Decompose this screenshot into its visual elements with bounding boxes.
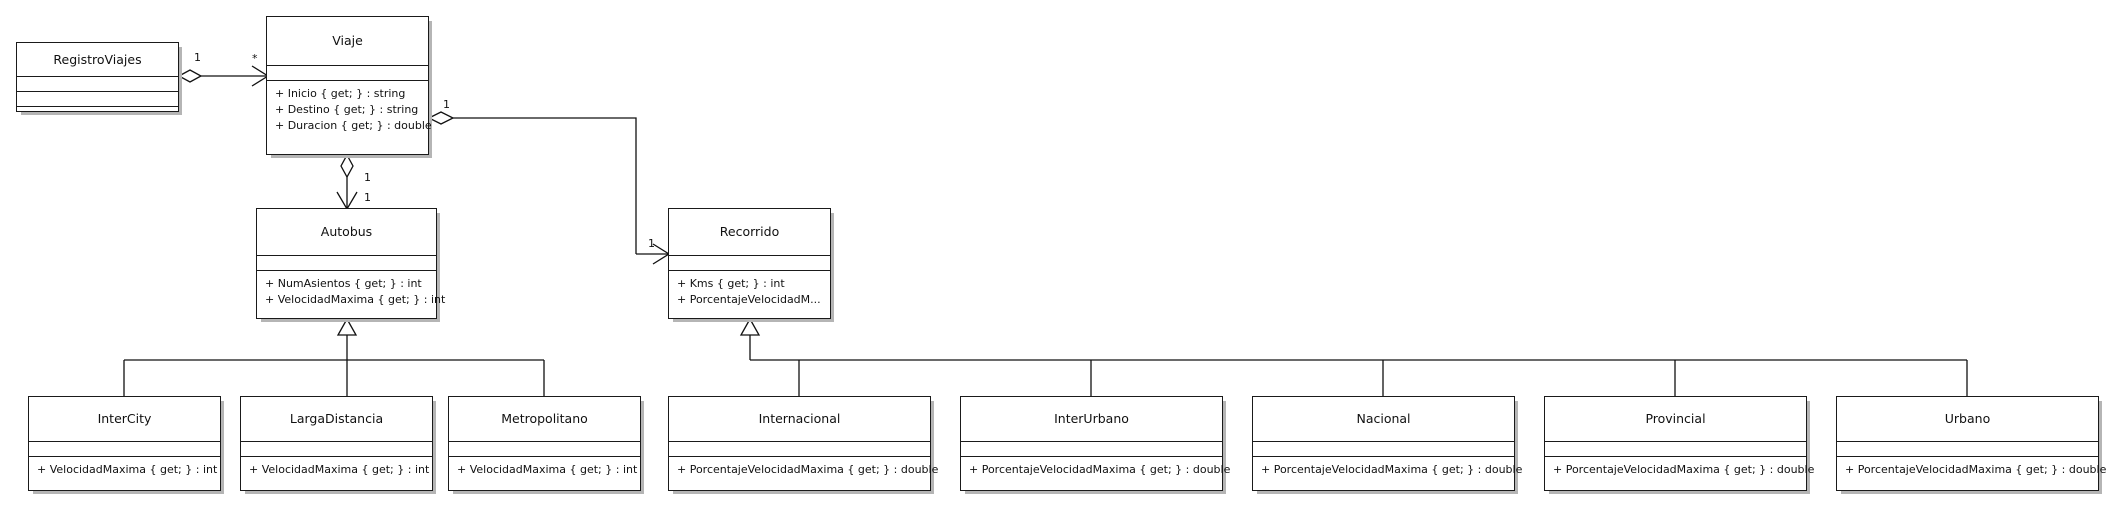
uml-class-internacional[interactable]: Internacional + PorcentajeVelocidadMaxima…: [668, 396, 939, 491]
empty-compartment: [669, 441, 930, 456]
uml-class-interurbano[interactable]: InterUrbano + PorcentajeVelocidadMaxima {…: [960, 396, 1231, 491]
class-name: RegistroViajes: [53, 51, 142, 67]
connector-recorrido-generalization: [739, 317, 1968, 396]
class-name: Internacional: [758, 411, 841, 427]
class-attribute: + Kms { get; } : int: [677, 277, 785, 290]
class-name: Urbano: [1944, 411, 1991, 427]
class-attribute: + NumAsientos { get; } : int: [265, 277, 422, 290]
uml-class-registroviajes[interactable]: RegistroViajes: [16, 42, 179, 112]
connector-autobus-generalization: [123, 317, 545, 396]
connector-viaje-autobus: [336, 153, 358, 211]
class-attribute: + Inicio { get; } : string: [275, 87, 406, 100]
class-attribute: + PorcentajeVelocidadMaxima { get; } : d…: [969, 463, 1231, 476]
class-name: Recorrido: [719, 224, 780, 240]
attribute-compartment: + VelocidadMaxima { get; } : int: [449, 456, 640, 484]
uml-class-largadistancia[interactable]: LargaDistancia + VelocidadMaxima { get; }…: [240, 396, 433, 491]
class-attribute: + Destino { get; } : string: [275, 102, 419, 116]
uml-class-recorrido[interactable]: Recorrido + Kms { get; } : int + Porcentaj…: [668, 208, 831, 319]
attribute-compartment: + PorcentajeVelocidadMaxima { get; } : d…: [961, 456, 1231, 484]
class-attribute: + PorcentajeVelocidadMaxima { get; } : d…: [677, 463, 939, 476]
multiplicity-label-m-viaje-star: *: [252, 52, 258, 65]
uml-class-autobus[interactable]: Autobus + NumAsientos { get; } : int + Vel…: [256, 208, 446, 319]
class-attribute: + PorcentajeVelocidadMaxima { get; } : d…: [1553, 463, 1815, 476]
empty-compartment: [449, 441, 640, 456]
empty-compartment: [961, 441, 1222, 456]
uml-class-nacional[interactable]: Nacional + PorcentajeVelocidadMaxima { ge…: [1252, 396, 1523, 491]
multiplicity-label-m-recorrido-1: 1: [648, 237, 655, 250]
class-attribute: + VelocidadMaxima { get; } : int: [457, 463, 638, 476]
class-name: Nacional: [1356, 411, 1411, 427]
attribute-compartment: + PorcentajeVelocidadMaxima { get; } : d…: [669, 456, 939, 484]
uml-class-viaje[interactable]: Viaje + Inicio { get; } : string + Destino…: [266, 16, 432, 155]
attribute-compartment: + VelocidadMaxima { get; } : int: [29, 456, 220, 484]
multiplicity-label-m-autobus-1: 1: [364, 191, 371, 204]
empty-compartment: [17, 76, 178, 91]
empty-compartment: [1545, 441, 1806, 456]
attribute-compartment: + Kms { get; } : int + PorcentajeVelocida…: [669, 270, 830, 314]
class-name: InterCity: [97, 411, 152, 427]
attribute-compartment: [17, 106, 178, 118]
uml-class-intercity[interactable]: InterCity + VelocidadMaxima { get; } : in…: [28, 396, 221, 491]
class-attribute: + Duracion { get; } : double: [275, 118, 432, 132]
class-name: Autobus: [320, 224, 373, 240]
empty-compartment: [1837, 441, 2098, 456]
multiplicity-label-m-viaje-1-bottom: 1: [364, 171, 371, 184]
multiplicity-label-m-viaje-1-right: 1: [443, 98, 450, 111]
class-attribute: + VelocidadMaxima { get; } : int: [37, 463, 218, 476]
empty-compartment: [29, 441, 220, 456]
empty-compartment: [669, 255, 830, 270]
empty-compartment: [1253, 441, 1514, 456]
empty-compartment: [257, 255, 436, 270]
empty-compartment: [267, 65, 428, 80]
class-attribute: + VelocidadMaxima { get; } : int: [249, 463, 430, 476]
empty-compartment: [241, 441, 432, 456]
class-name: Provincial: [1645, 411, 1706, 427]
class-attribute: + PorcentajeVelocidadMaxima { get; } : d…: [1261, 463, 1523, 476]
class-attribute: + PorcentajeVelocidadM...: [677, 292, 821, 306]
class-name: LargaDistancia: [289, 411, 384, 427]
attribute-compartment: + NumAsientos { get; } : int + VelocidadM…: [257, 270, 446, 314]
uml-class-provincial[interactable]: Provincial + PorcentajeVelocidadMaxima { …: [1544, 396, 1815, 491]
attribute-compartment: + Inicio { get; } : string + Destino { ge…: [267, 80, 432, 140]
class-attribute: + PorcentajeVelocidadMaxima { get; } : d…: [1845, 463, 2107, 476]
connector-registroviajes-viaje: [177, 65, 270, 87]
class-name: InterUrbano: [1054, 411, 1129, 427]
attribute-compartment: + VelocidadMaxima { get; } : int: [241, 456, 432, 484]
multiplicity-label-m-registroviajes-1: 1: [194, 51, 201, 64]
connector-viaje-recorrido: [427, 111, 671, 265]
class-attribute: + VelocidadMaxima { get; } : int: [265, 292, 446, 306]
class-name: Viaje: [332, 33, 363, 49]
attribute-compartment: + PorcentajeVelocidadMaxima { get; } : d…: [1253, 456, 1523, 484]
class-name: Metropolitano: [501, 411, 588, 427]
uml-class-urbano[interactable]: Urbano + PorcentajeVelocidadMaxima { get;…: [1836, 396, 2107, 491]
attribute-compartment: + PorcentajeVelocidadMaxima { get; } : d…: [1837, 456, 2107, 484]
uml-class-metropolitano[interactable]: Metropolitano + VelocidadMaxima { get; } …: [448, 396, 641, 491]
empty-compartment: [17, 91, 178, 106]
attribute-compartment: + PorcentajeVelocidadMaxima { get; } : d…: [1545, 456, 1815, 484]
